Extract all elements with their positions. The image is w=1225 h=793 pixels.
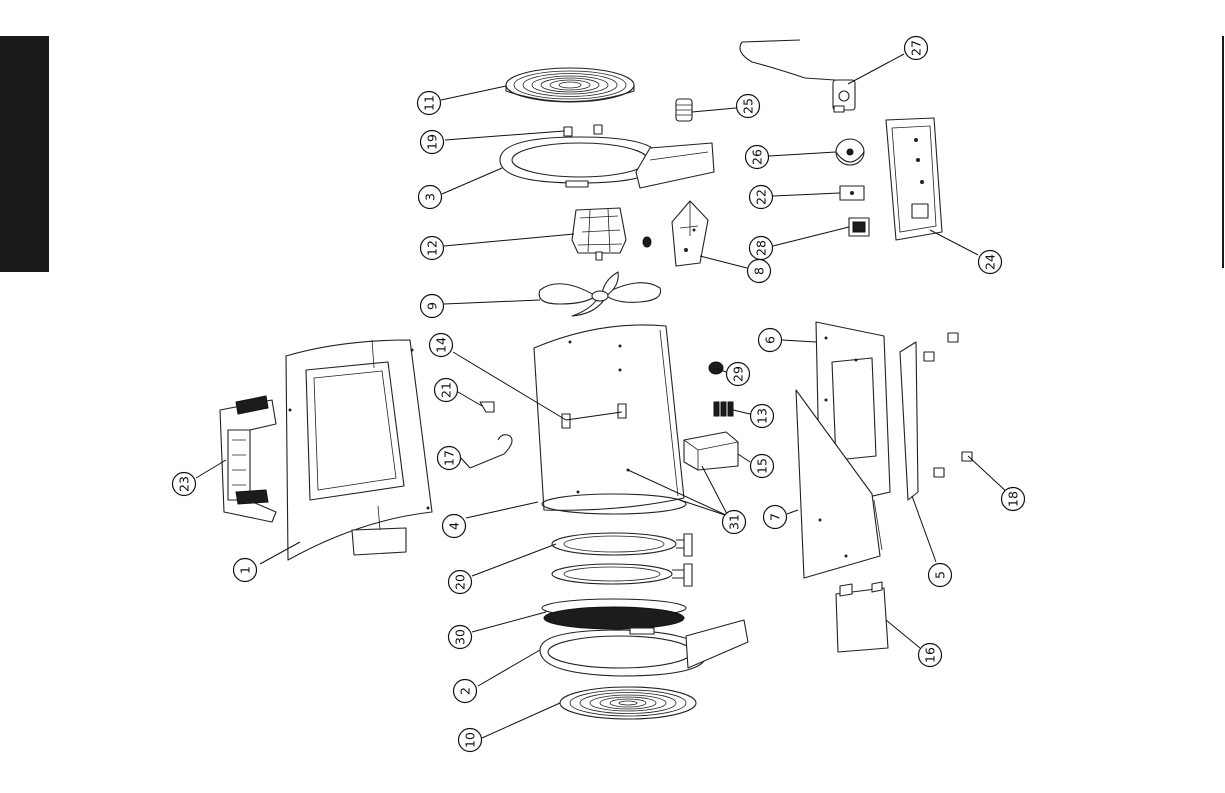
callout-7: 7 [764,506,787,529]
callout-18: 18 [1002,488,1025,511]
callout-number: 14 [434,337,449,353]
callout-15: 15 [751,455,774,478]
callout-6: 6 [759,329,782,352]
part-30-filter-disc [542,599,686,629]
callout-27: 27 [905,37,928,60]
callout-number: 8 [752,267,767,275]
part-11-top-grille [506,68,634,102]
part-12-motor [572,208,651,260]
callout-number: 5 [933,571,948,579]
callout-23: 23 [173,473,196,496]
callout-number: 18 [1006,491,1021,507]
part-5-cover-plate [900,342,918,500]
callout-21: 21 [435,379,458,402]
callout-31: 31 [723,511,746,534]
part-18-feet [924,333,972,477]
callout-16: 16 [919,644,942,667]
part-20-heating-elements [552,533,692,586]
callout-number: 27 [909,40,924,56]
part-3-upper-ring-bracket [500,137,714,188]
callout-number: 3 [423,193,438,201]
callout-14: 14 [430,334,453,357]
callout-11: 11 [418,92,441,115]
callout-number: 10 [463,732,478,748]
callout-13: 13 [751,405,774,428]
callout-number: 16 [923,647,938,663]
part-1-door [286,340,432,560]
callout-number: 22 [754,189,769,205]
part-2-lower-ring-bracket [540,620,748,676]
part-15-bracket [684,432,738,470]
callout-number: 17 [442,450,457,466]
callout-29: 29 [727,363,750,386]
callout-number: 30 [453,629,468,645]
callout-3: 3 [419,186,442,209]
part-16-enclosure-box [836,582,888,652]
callout-number: 28 [754,240,769,256]
callout-20: 20 [449,571,472,594]
part-4-cylinder-body [534,325,686,514]
callout-26: 26 [746,146,769,169]
callout-number: 12 [425,240,440,256]
part-23-handle [220,396,276,522]
part-10-bottom-grille [560,687,696,719]
part-22-switch-plate [840,186,864,200]
callout-9: 9 [421,295,444,318]
callout-12: 12 [421,237,444,260]
part-13-spring-clips [714,402,733,416]
callout-number: 15 [755,458,770,474]
callout-25: 25 [737,95,760,118]
callout-24: 24 [979,251,1002,274]
part-28-rocker-switch [849,218,869,236]
callout-22: 22 [750,186,773,209]
part-17-hook [470,435,512,468]
callout-number: 23 [177,476,192,492]
callout-10: 10 [459,729,482,752]
callout-number: 29 [731,366,746,382]
callout-5: 5 [929,564,952,587]
callout-number: 20 [453,574,468,590]
callout-number: 13 [755,408,770,424]
callout-28: 28 [750,237,773,260]
callout-number: 7 [768,513,783,521]
callout-number: 6 [763,336,778,344]
callout-number: 1 [238,566,253,574]
callout-number: 26 [750,149,765,165]
callout-4: 4 [443,515,466,538]
callout-number: 31 [727,514,742,530]
callout-30: 30 [449,626,472,649]
callout-number: 11 [422,95,437,111]
part-19-knobs [564,125,602,136]
callout-8: 8 [748,260,771,283]
callout-number: 2 [458,687,473,695]
callout-number: 21 [439,382,454,398]
callout-17: 17 [438,447,461,470]
part-26-control-knob [836,139,864,165]
callout-1: 1 [234,559,257,582]
part-24-control-panel [886,118,942,240]
part-9-fan-blade [539,272,660,316]
part-21-clip [480,402,494,412]
callout-number: 19 [425,134,440,150]
callout-2: 2 [454,680,477,703]
callout-19: 19 [421,131,444,154]
part-25-connector [676,99,692,121]
callout-number: 25 [741,98,756,114]
callout-number: 4 [447,522,462,530]
callout-number: 24 [983,254,998,270]
callout-number: 9 [425,302,440,310]
